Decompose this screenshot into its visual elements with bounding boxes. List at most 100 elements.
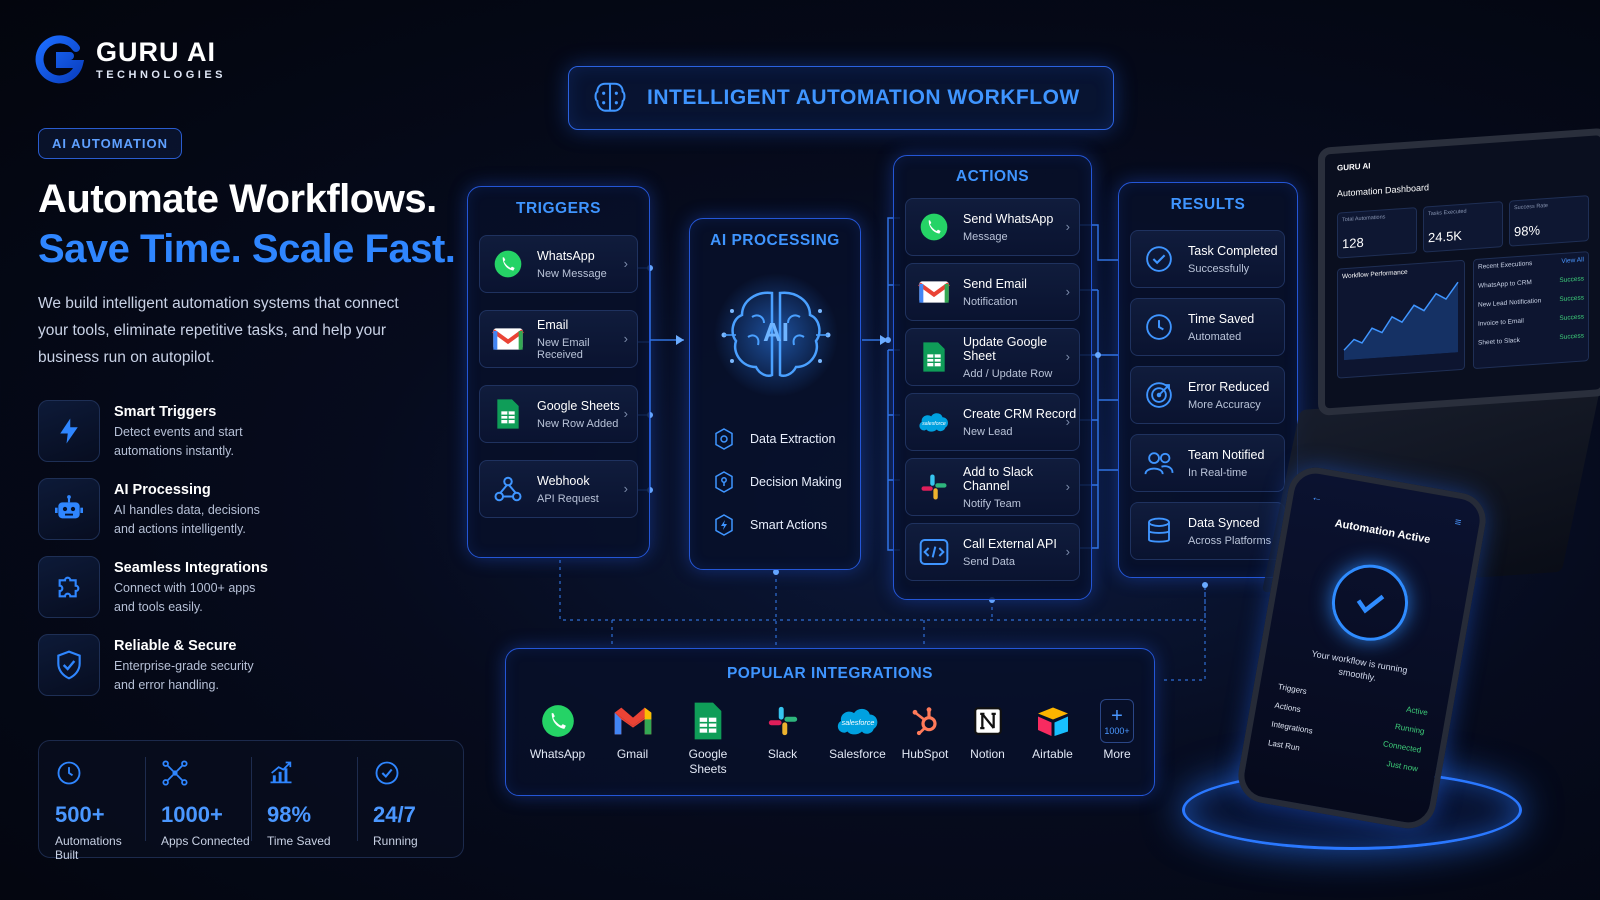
integration-label: Slack bbox=[767, 747, 798, 761]
feature-item: Seamless Integrations Connect with 1000+… bbox=[38, 556, 438, 618]
chevron-right-icon: › bbox=[623, 331, 628, 346]
kpi-label: Success Rate bbox=[1514, 202, 1548, 212]
integration-google-sheets[interactable]: Google Sheets bbox=[670, 699, 745, 777]
card-subtitle: Add / Update Row bbox=[963, 367, 1053, 380]
plus-icon: + bbox=[1111, 705, 1123, 727]
stat-item: 24/7 Running bbox=[357, 741, 463, 857]
card-title: Create CRM Record bbox=[963, 406, 1077, 421]
integration-salesforce[interactable]: salesforce Salesforce bbox=[820, 699, 895, 777]
back-arrow-icon[interactable]: ← bbox=[1310, 491, 1324, 505]
card-title: Time Saved bbox=[1188, 311, 1255, 326]
decision-icon bbox=[715, 471, 733, 493]
headline: Automate Workflows. Save Time. Scale Fas… bbox=[38, 174, 456, 274]
recent-name: WhatsApp to CRM bbox=[1478, 279, 1532, 290]
integration-gmail[interactable]: Gmail bbox=[595, 699, 670, 777]
brand-name: GURU AI bbox=[96, 37, 216, 67]
phone-status-screen: ← ≡ Automation Active Your workflow is r… bbox=[1233, 463, 1491, 833]
extract-icon bbox=[715, 428, 733, 450]
whatsapp-icon bbox=[520, 699, 595, 743]
intro-text: We build intelligent automation systems … bbox=[38, 295, 399, 366]
card-title: Webhook bbox=[537, 473, 590, 488]
laptop-brand: GURU AI bbox=[1337, 161, 1371, 173]
puzzle-icon bbox=[38, 556, 100, 618]
recent-title: Recent Executions bbox=[1478, 260, 1533, 271]
brand-logo[interactable]: GURU AI TECHNOLOGIES bbox=[34, 34, 226, 84]
smart-action-icon bbox=[715, 514, 733, 536]
card-subtitle: API Request bbox=[537, 492, 599, 505]
card-title: Error Reduced bbox=[1188, 379, 1270, 394]
panel-title: AI PROCESSING bbox=[710, 232, 840, 249]
stat-label: Time Saved bbox=[267, 834, 331, 848]
chevron-right-icon: › bbox=[623, 406, 628, 421]
recent-name: New Lead Notification bbox=[1478, 297, 1542, 309]
card-subtitle: New Email Received bbox=[537, 336, 590, 361]
card-subtitle: Notify Team bbox=[963, 497, 1021, 510]
ai-item-label: Decision Making bbox=[750, 475, 842, 489]
card-title: Data Synced bbox=[1188, 515, 1260, 530]
view-all-link[interactable]: View All bbox=[1561, 256, 1584, 265]
slack-icon bbox=[745, 699, 820, 743]
status-value: Running bbox=[1394, 722, 1426, 737]
google-sheets-icon bbox=[491, 397, 525, 431]
card-title: Add to Slack Channel bbox=[963, 464, 1034, 493]
stat-label: Running bbox=[373, 834, 418, 848]
status-label: Actions bbox=[1273, 700, 1302, 715]
chevron-right-icon: › bbox=[623, 256, 628, 271]
integration-airtable[interactable]: Airtable bbox=[1020, 699, 1085, 777]
integration-more[interactable]: + 1000+ More bbox=[1085, 699, 1149, 777]
recent-name: Sheet to Slack bbox=[1478, 336, 1520, 347]
panel-title: ACTIONS bbox=[955, 168, 1030, 185]
integration-label: Gmail bbox=[616, 747, 649, 761]
integration-notion[interactable]: Notion bbox=[955, 699, 1020, 777]
feature-title: Seamless Integrations bbox=[114, 560, 268, 576]
status-label: Last Run bbox=[1267, 738, 1301, 753]
integration-whatsapp[interactable]: WhatsApp bbox=[520, 699, 595, 777]
feature-desc: Connect with 1000+ apps and tools easily… bbox=[114, 581, 256, 614]
chevron-right-icon: › bbox=[1065, 414, 1070, 429]
laptop-kpi: Success Rate 98% bbox=[1509, 195, 1589, 247]
lightning-icon bbox=[38, 400, 100, 462]
kpi-value: 98% bbox=[1514, 222, 1541, 240]
stat-label: Automations Built bbox=[55, 834, 122, 862]
card-title: Task Completed bbox=[1188, 243, 1278, 258]
perf-line bbox=[1343, 281, 1459, 361]
kpi-label: Tasks Executed bbox=[1428, 208, 1467, 218]
integration-hubspot[interactable]: HubSpot bbox=[895, 699, 955, 777]
menu-icon[interactable]: ≡ bbox=[1453, 516, 1463, 530]
integration-slack[interactable]: Slack bbox=[745, 699, 820, 777]
integration-label: Notion bbox=[970, 747, 1005, 761]
ai-processing-panel: AI PROCESSING AI Data Extraction Decisio… bbox=[689, 218, 861, 570]
category-pill: AI AUTOMATION bbox=[38, 128, 183, 159]
integration-label: Salesforce bbox=[829, 747, 886, 761]
growth-chart-icon bbox=[270, 761, 292, 784]
stat-value: 1000+ bbox=[161, 802, 223, 827]
slack-icon bbox=[917, 470, 951, 504]
check-circle-icon bbox=[1325, 558, 1415, 647]
card-subtitle: Automated bbox=[1188, 330, 1242, 343]
check-circle-icon bbox=[1142, 242, 1176, 276]
chevron-right-icon: › bbox=[623, 481, 628, 496]
google-sheets-icon bbox=[670, 699, 745, 743]
card-subtitle: More Accuracy bbox=[1188, 398, 1261, 411]
more-integrations-button[interactable]: + 1000+ bbox=[1100, 699, 1134, 743]
chevron-right-icon: › bbox=[1065, 349, 1070, 364]
card-title: Update Google Sheet bbox=[963, 334, 1048, 363]
workflow-performance-chart: Workflow Performance bbox=[1337, 259, 1465, 379]
